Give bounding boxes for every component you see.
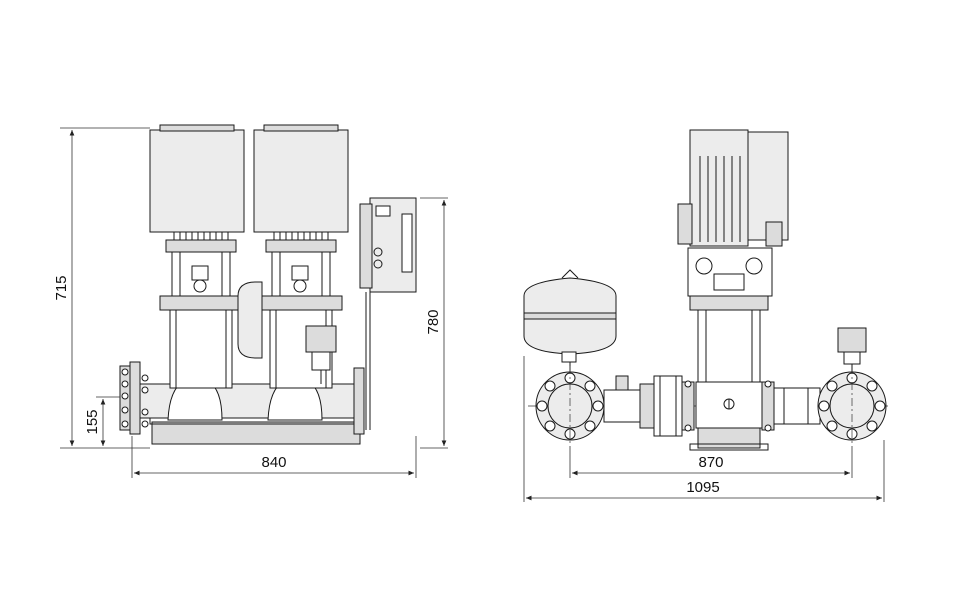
dim-780-label: 780 [425, 309, 442, 334]
pressure-switch-side [837, 327, 867, 353]
motor-left [149, 129, 245, 233]
pump-column-side [697, 309, 761, 383]
pump-base-side [697, 427, 761, 449]
dim-1095-label: 1095 [686, 479, 719, 496]
pump-left [149, 124, 245, 389]
flange-left [535, 366, 605, 446]
inlet-flange [129, 361, 141, 435]
motor-right [253, 129, 349, 233]
pressure-tank-front [237, 281, 263, 359]
dim-715-label: 715 [53, 275, 70, 300]
valve-left [603, 389, 641, 423]
flange-right [817, 366, 887, 446]
motor-side [689, 129, 749, 247]
pressure-switch [305, 325, 337, 353]
diaphragm-tank [523, 269, 617, 372]
valve-right [773, 387, 821, 425]
dim-870-label: 870 [698, 454, 723, 471]
dim-155-label: 155 [84, 409, 101, 434]
front-view: 715 155 780 840 [53, 124, 448, 478]
side-view: 870 1095 [523, 129, 890, 502]
base-frame [151, 421, 361, 445]
dim-840-label: 840 [261, 454, 286, 471]
